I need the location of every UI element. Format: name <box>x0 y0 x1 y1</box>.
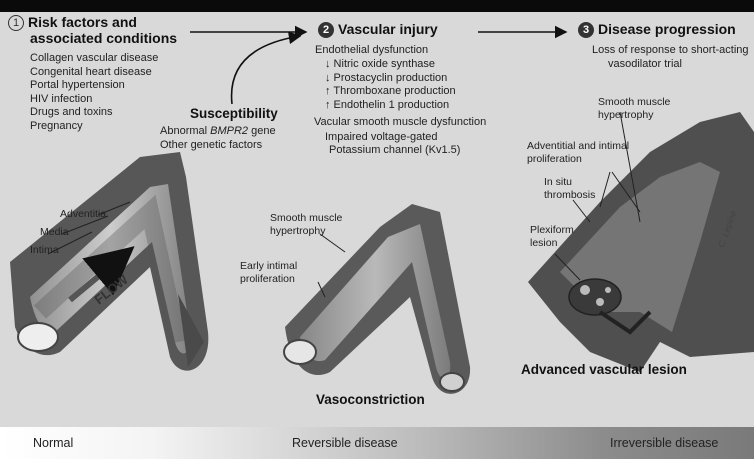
gene-suffix: gene <box>248 125 276 137</box>
label-smooth-muscle-2a: Smooth muscle <box>598 96 670 109</box>
injury-title: 2Vascular injury <box>318 21 438 38</box>
risk-item: Portal hypertension <box>30 79 158 93</box>
endothelial-item: ↓ Nitric oxide synthase <box>325 58 456 72</box>
endothelial-item: ↓ Prostacyclin production <box>325 72 456 86</box>
label-adventitia: Adventitia <box>60 208 106 221</box>
progression-title: 3Disease progression <box>578 21 736 38</box>
gene-name: BMPR2 <box>210 125 248 137</box>
endothelial-item: ↑ Thromboxane production <box>325 85 456 99</box>
top-border-bar <box>0 0 754 12</box>
normal-vessel <box>10 152 208 371</box>
pathogenesis-figure: 1Risk factors and associated conditions … <box>0 12 754 427</box>
label-plexiform-b: lesion <box>530 237 557 250</box>
stage-reversible: Reversible disease <box>292 436 398 450</box>
gene-prefix: Abnormal <box>160 125 210 137</box>
label-early-intimal-b: proliferation <box>240 273 295 286</box>
risk-item: Congenital heart disease <box>30 66 158 80</box>
risk-factor-list: Collagen vascular disease Congenital hea… <box>30 52 158 134</box>
progression-line1: Loss of response to short-acting <box>592 44 749 58</box>
endothelial-list: ↓ Nitric oxide synthase ↓ Prostacyclin p… <box>325 58 456 112</box>
label-adventitial-a: Adventitial and intimal <box>527 140 629 153</box>
label-media: Media <box>40 226 69 239</box>
step-1-badge: 1 <box>8 15 24 31</box>
label-advanced-lesion: Advanced vascular lesion <box>521 362 687 377</box>
progression-title-text: Disease progression <box>598 21 736 37</box>
endothelial-item: ↑ Endothelin 1 production <box>325 99 456 113</box>
label-adventitial-b: proliferation <box>527 153 582 166</box>
risk-item: Collagen vascular disease <box>30 52 158 66</box>
risk-title: 1Risk factors and <box>8 14 137 31</box>
susceptibility-other: Other genetic factors <box>160 139 262 153</box>
step-3-badge: 3 <box>578 22 594 38</box>
step-2-badge: 2 <box>318 22 334 38</box>
label-insitu-a: In situ <box>544 176 572 189</box>
label-intima: Intima <box>30 244 59 257</box>
label-vasoconstriction: Vasoconstriction <box>316 392 425 407</box>
label-smooth-muscle-1b: hypertrophy <box>270 225 325 238</box>
susceptibility-gene: Abnormal BMPR2 gene <box>160 125 276 139</box>
risk-item: HIV infection <box>30 93 158 107</box>
injury-title-text: Vascular injury <box>338 21 438 37</box>
label-insitu-b: thrombosis <box>544 189 595 202</box>
label-smooth-muscle-2b: hypertrophy <box>598 109 653 122</box>
susceptibility-title: Susceptibility <box>190 106 278 121</box>
label-plexiform-a: Plexiform <box>530 224 574 237</box>
smooth-muscle-line2: Potassium channel (Kv1.5) <box>329 144 460 158</box>
disease-stage-bar: Normal Reversible disease Irreversible d… <box>0 427 754 459</box>
stage-normal: Normal <box>33 436 73 450</box>
smooth-muscle-dysfunction-title: Vacular smooth muscle dysfunction <box>314 116 486 130</box>
smooth-muscle-line1: Impaired voltage-gated <box>325 131 438 145</box>
label-smooth-muscle-1a: Smooth muscle <box>270 212 342 225</box>
arrow-susceptibility <box>232 36 300 104</box>
stage-irreversible: Irreversible disease <box>610 436 718 450</box>
progression-line2: vasodilator trial <box>608 58 682 72</box>
endothelial-title: Endothelial dysfunction <box>315 44 428 58</box>
risk-item: Pregnancy <box>30 120 158 134</box>
risk-title-line2: associated conditions <box>30 30 177 46</box>
label-early-intimal-a: Early intimal <box>240 260 297 273</box>
risk-item: Drugs and toxins <box>30 106 158 120</box>
risk-title-line1: Risk factors and <box>28 14 137 30</box>
